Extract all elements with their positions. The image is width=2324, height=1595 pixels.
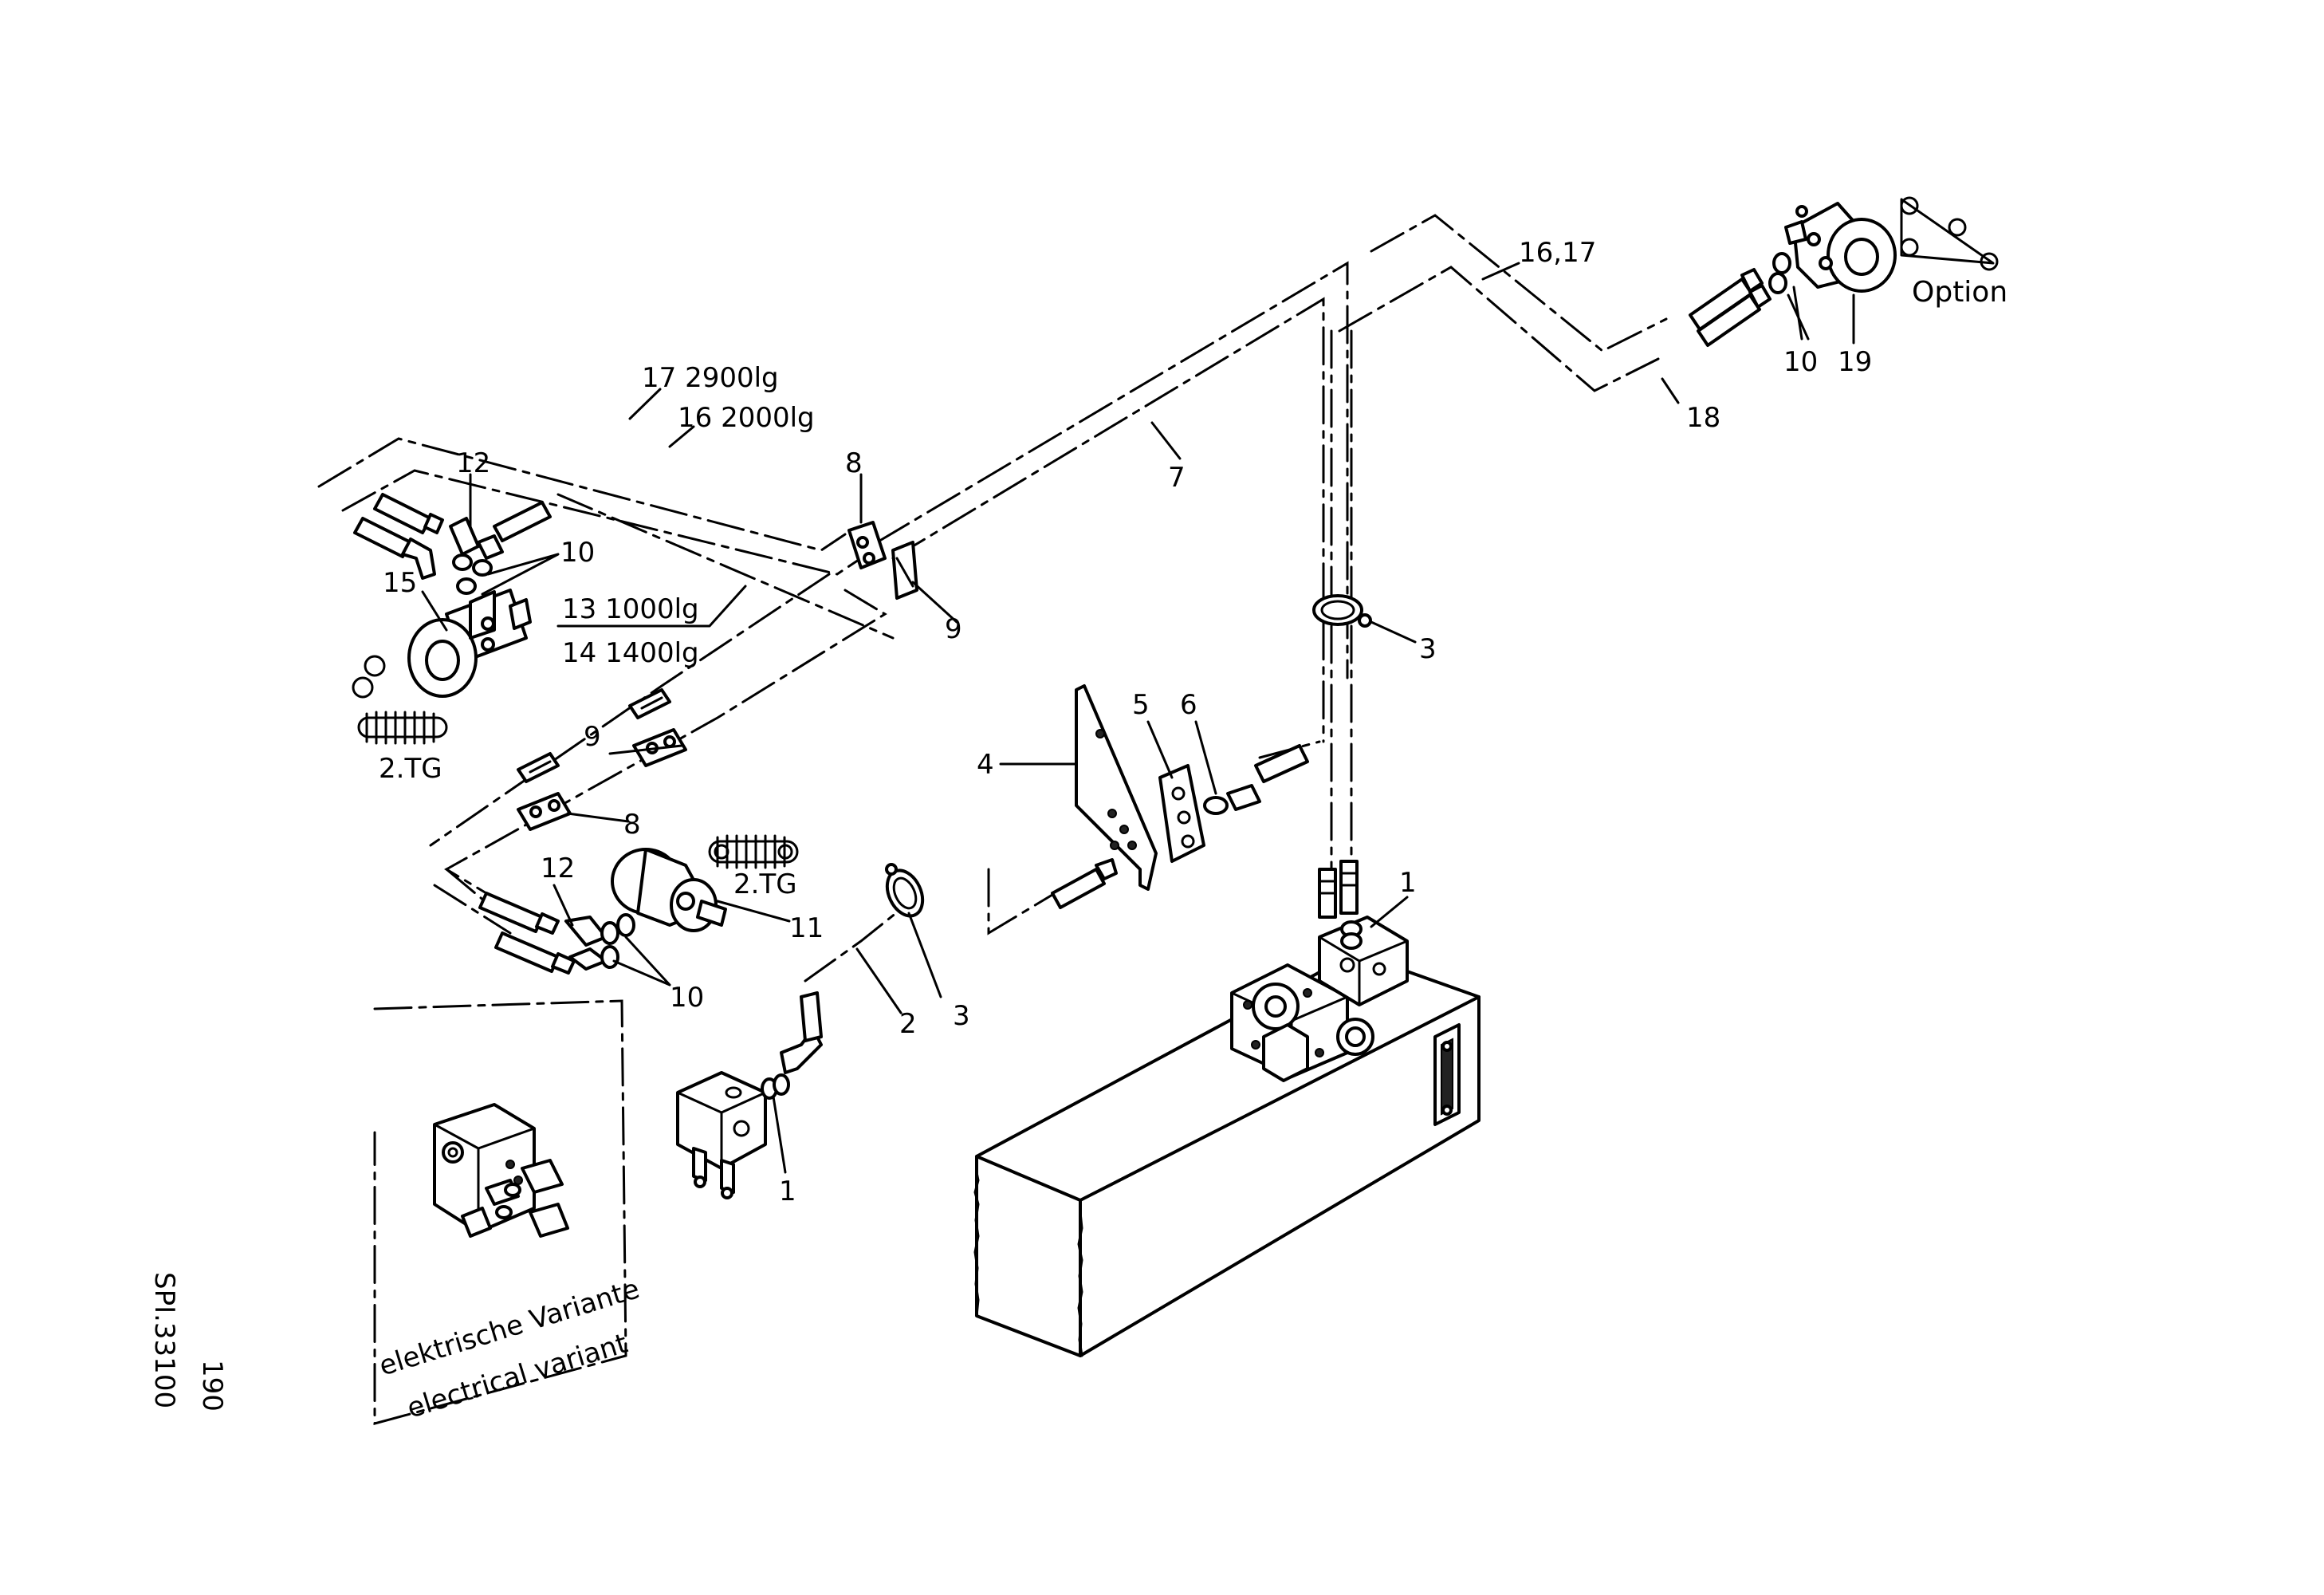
label-1-left: 1 <box>779 1176 796 1207</box>
label-18: 18 <box>1686 402 1720 434</box>
hose-fitting-bracket <box>1051 858 1118 909</box>
clamp-8-lower-a <box>517 792 572 831</box>
hose-runs <box>317 214 1668 983</box>
label-option: Option <box>1912 276 2007 309</box>
hose-lower-b <box>433 884 512 935</box>
label-3-lower: 3 <box>953 1000 970 1032</box>
label-3-upper: 3 <box>1419 633 1437 665</box>
hose-fitting-18a <box>1689 268 1764 331</box>
label-10-lower: 10 <box>670 982 704 1014</box>
label-16-17: 16,17 <box>1519 237 1596 269</box>
fitting-6 <box>1203 744 1309 815</box>
label-12-lower: 12 <box>541 853 575 884</box>
clamp-8-center <box>847 521 887 569</box>
valve-block-left <box>676 1071 767 1199</box>
motor-19 <box>1784 202 1897 293</box>
hose-2-fitting <box>780 991 823 1074</box>
label-2tg-a: 2.TG <box>379 753 442 785</box>
motor-15-group <box>352 493 552 745</box>
adapter-10-top <box>452 553 493 595</box>
hose-13-run <box>556 493 895 640</box>
brush-symbol-b <box>708 834 799 869</box>
riser-hose-fittings <box>1318 860 1359 919</box>
electrical-variant-inset <box>373 999 627 1425</box>
hose-fitting-15c <box>493 501 552 542</box>
brush-symbol-a <box>352 655 448 745</box>
hose-14-run <box>444 589 887 895</box>
plate-5 <box>1158 764 1205 863</box>
motor-15 <box>407 589 532 698</box>
hose-clamp-3-upper <box>1312 594 1372 628</box>
bracket-4 <box>1075 684 1158 891</box>
label-8-lower: 8 <box>623 809 641 841</box>
hose-2-run <box>804 908 902 983</box>
label-5: 5 <box>1132 689 1150 721</box>
label-drawing-page: 190 <box>196 1360 228 1412</box>
hose-fitting-15a <box>373 493 444 534</box>
hose-fitting-11a <box>478 892 560 935</box>
label-7: 7 <box>1168 462 1186 494</box>
hose-14-return <box>429 573 831 847</box>
option-motor-group <box>1689 196 1999 347</box>
label-12-top: 12 <box>456 447 490 479</box>
label-2: 2 <box>899 1008 917 1040</box>
label-6: 6 <box>1180 689 1197 721</box>
label-11: 11 <box>789 912 824 944</box>
hose-1617-run <box>1370 214 1668 352</box>
hose-clamp-3-lower <box>885 863 925 918</box>
label-2tg-b: 2.TG <box>733 868 797 900</box>
label-15: 15 <box>383 567 417 599</box>
option-symbol <box>1900 196 1999 271</box>
plate-9-lower-a <box>517 752 560 783</box>
hose-18-run <box>1338 266 1660 392</box>
label-10-top: 10 <box>560 537 595 569</box>
label-10-option: 10 <box>1783 346 1818 378</box>
hose-17-run <box>317 437 847 552</box>
label-16: 16 2000lg <box>678 402 815 434</box>
label-19: 19 <box>1838 346 1872 378</box>
adapter-10-lower <box>600 913 635 969</box>
label-14: 14 1400lg <box>562 637 699 669</box>
label-8-center: 8 <box>845 447 863 479</box>
hose-2-upper <box>987 868 1070 935</box>
label-9-center: 9 <box>945 613 962 645</box>
adapter-1-tank <box>1340 920 1363 950</box>
tank <box>973 951 1481 1357</box>
pump <box>1230 963 1374 1082</box>
motor-11 <box>611 848 727 932</box>
label-4: 4 <box>977 749 994 781</box>
hose-7-lower <box>891 297 1325 743</box>
elbow-12-top <box>449 517 504 560</box>
plate-9-center <box>891 541 918 600</box>
label-17: 17 2900lg <box>642 362 779 394</box>
hose-fitting-15b <box>353 517 436 580</box>
hose-fitting-11b <box>494 931 576 975</box>
label-1-tank: 1 <box>1399 867 1417 899</box>
plate-9-lower-b <box>628 688 671 719</box>
sight-glass <box>1433 1023 1461 1126</box>
label-13: 13 1000lg <box>562 593 699 625</box>
hose-7-upper <box>875 261 1349 679</box>
label-9-lower: 9 <box>584 721 601 753</box>
hose-fitting-18b <box>1697 284 1772 347</box>
label-drawing-id: SPI.33100 <box>148 1272 180 1408</box>
leader-lines <box>421 262 1855 1174</box>
motor-11-group <box>478 688 799 975</box>
adapter-1-left <box>761 1073 790 1100</box>
adapter-10-option <box>1768 252 1791 294</box>
